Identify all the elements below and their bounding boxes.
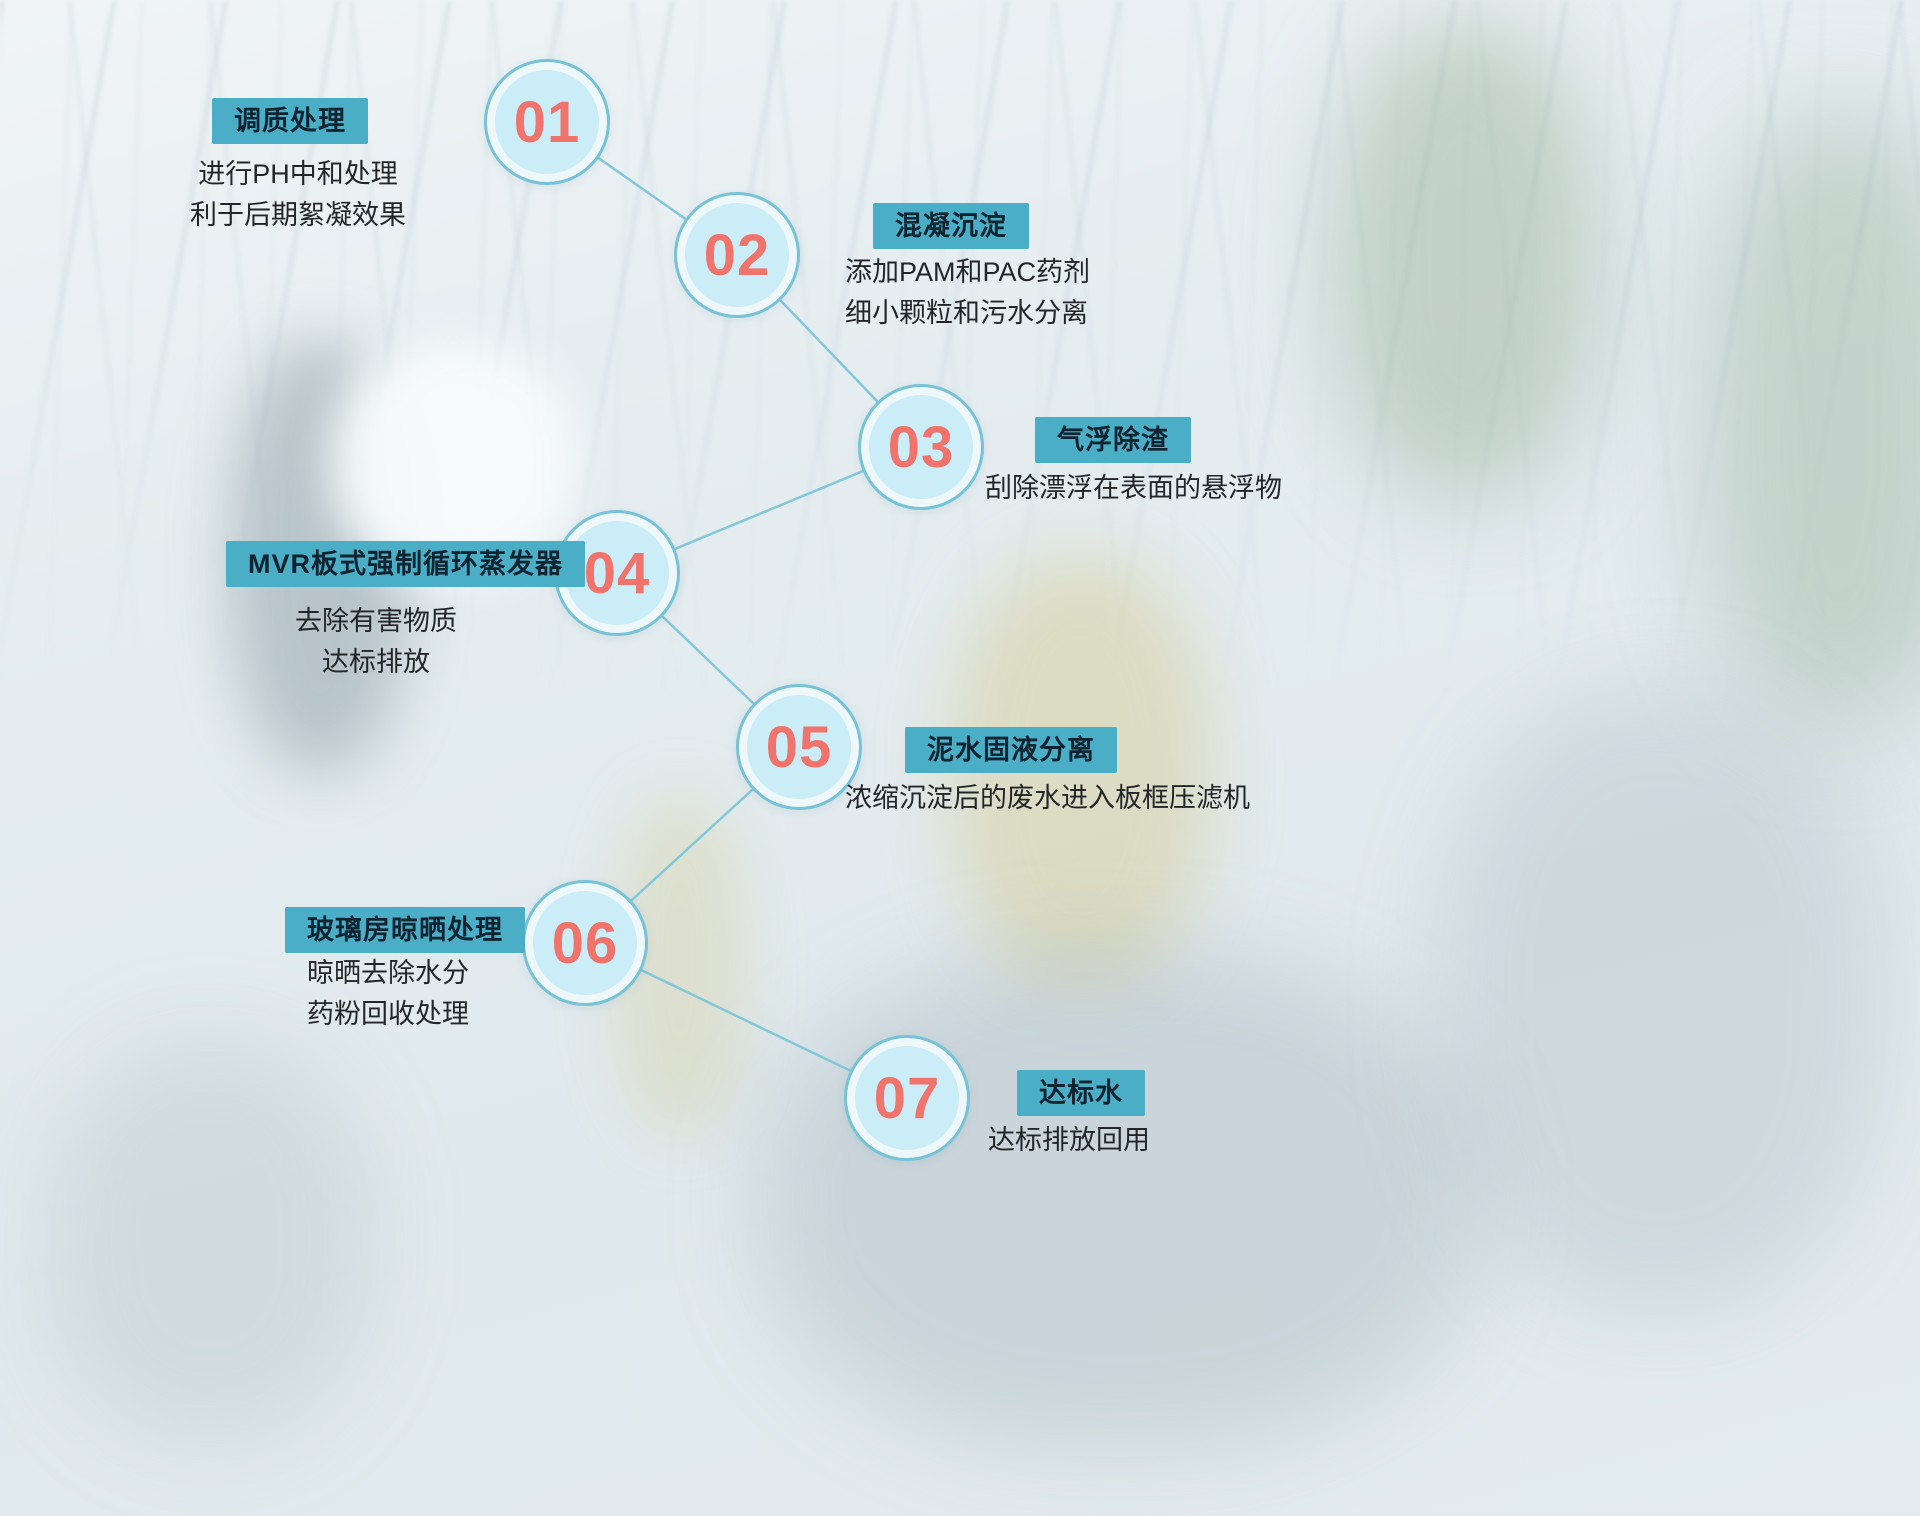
step-4-desc-line-2: 达标排放: [322, 646, 430, 677]
step-1-desc-line-2: 利于后期絮凝效果: [190, 199, 406, 230]
photo-blob-machinery-right: [1440, 690, 1880, 1310]
step-3-desc-line-1: 刮除漂浮在表面的悬浮物: [985, 473, 1282, 503]
step-1-desc-line-1: 进行PH中和处理: [198, 159, 398, 189]
step-6-description: 晾晒去除水分 药粉回收处理: [268, 953, 508, 1034]
step-1-description: 进行PH中和处理 利于后期絮凝效果: [168, 154, 428, 235]
step-4-description: 去除有害物质 达标排放: [256, 601, 496, 682]
step-4-desc-line-1: 去除有害物质: [295, 606, 457, 636]
step-1-number: 01: [513, 89, 581, 155]
step-5-circle: 05: [736, 684, 862, 810]
step-2-desc-line-2: 细小颗粒和污水分离: [845, 297, 1088, 328]
step-6-desc-line-2: 药粉回收处理: [307, 998, 469, 1029]
step-7-desc-line-1: 达标排放回用: [988, 1125, 1150, 1155]
step-2-number: 02: [703, 222, 771, 288]
step-3-description: 刮除漂浮在表面的悬浮物: [985, 468, 1282, 509]
step-3-label: 气浮除渣: [1035, 417, 1191, 464]
step-1-label: 调质处理: [212, 98, 368, 145]
step-2-desc-line-1: 添加PAM和PAC药剂: [845, 257, 1091, 287]
step-7-circle: 07: [844, 1035, 970, 1161]
step-4-label: MVR板式强制循环蒸发器: [226, 541, 585, 588]
photo-blob-trees: [1330, 20, 1600, 500]
step-6-circle: 06: [522, 880, 648, 1006]
photo-blob-left-lower: [50, 1040, 370, 1440]
step-7-description: 达标排放回用: [988, 1120, 1150, 1161]
step-5-label: 泥水固液分离: [905, 727, 1117, 774]
step-6-label: 玻璃房晾晒处理: [285, 907, 525, 954]
photo-blob-trees-right: [1700, 110, 1920, 730]
step-2-label: 混凝沉淀: [873, 203, 1029, 250]
step-2-circle: 02: [674, 192, 800, 318]
step-2-description: 添加PAM和PAC药剂 细小颗粒和污水分离: [845, 252, 1090, 333]
step-1-circle: 01: [484, 59, 610, 185]
step-7-number: 07: [873, 1065, 941, 1131]
step-3-circle: 03: [858, 384, 984, 510]
photo-blob-tank: [330, 345, 575, 580]
step-5-description: 浓缩沉淀后的废水进入板框压滤机: [845, 778, 1250, 819]
step-6-number: 06: [551, 910, 619, 976]
step-5-desc-line-1: 浓缩沉淀后的废水进入板框压滤机: [845, 783, 1250, 813]
step-6-desc-line-1: 晾晒去除水分: [307, 958, 469, 988]
step-3-number: 03: [887, 414, 955, 480]
step-4-number: 04: [583, 540, 651, 606]
photo-blob-machinery: [760, 950, 1480, 1450]
step-5-number: 05: [765, 714, 833, 780]
step-7-label: 达标水: [1017, 1070, 1145, 1117]
